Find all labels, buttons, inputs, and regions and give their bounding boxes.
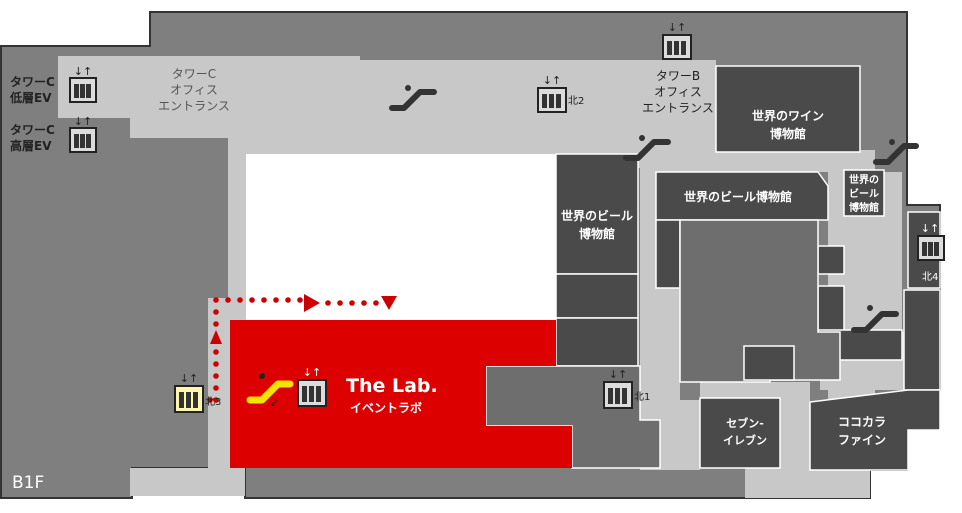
svg-text:↓↑: ↓↑ <box>921 222 939 235</box>
shops <box>555 65 941 471</box>
tower-c-entrance-label: オフィス <box>170 83 218 97</box>
north1-label: 北1 <box>634 391 650 403</box>
elevator-icon: ↓↑ <box>297 366 327 407</box>
escalator-icon: ↙ <box>270 398 278 409</box>
wine-museum-label: 世界のワイン <box>752 108 824 123</box>
seven-eleven-label: セブン- <box>726 416 764 430</box>
elevator-icon: ↓↑ <box>662 21 692 60</box>
svg-text:↓↑: ↓↑ <box>74 65 92 78</box>
beer-museum-label: 世界のビール <box>561 208 633 223</box>
escalator-icon <box>889 139 895 145</box>
wine-museum <box>715 65 861 153</box>
beer-museum-label: 博物館 <box>579 226 615 241</box>
elevator-icon: ↓↑ <box>603 368 633 409</box>
route-arrow <box>304 294 320 312</box>
atrium-void-b <box>246 300 556 320</box>
tower-b-entrance-label: オフィス <box>654 85 702 99</box>
floor-label: B1F <box>12 473 44 493</box>
route-arrow <box>381 296 397 310</box>
central-block <box>679 219 841 383</box>
beer-museum-small-label: 博物館 <box>849 201 879 214</box>
escalator-icon <box>259 373 265 379</box>
seven-eleven <box>699 397 781 469</box>
atrium-void <box>246 154 556 300</box>
escalator-icon <box>873 143 919 165</box>
tower-c-low-label: 低層EV <box>9 90 52 105</box>
svg-text:↓↑: ↓↑ <box>74 115 92 128</box>
elevator-icon: ↓↑ <box>69 115 97 153</box>
svg-text:↓↑: ↓↑ <box>543 74 561 87</box>
the-lab-area[interactable] <box>230 320 572 468</box>
tower-c-high-label: 高層EV <box>10 138 52 153</box>
svg-text:↓↑: ↓↑ <box>180 372 198 385</box>
wine-museum-label: 博物館 <box>770 126 806 141</box>
elevator-icon: ↓↑ <box>537 74 567 113</box>
cocokara-fine <box>809 389 941 471</box>
escalator-icon <box>405 85 411 91</box>
the-lab-subtitle: イベントラボ <box>350 400 422 415</box>
tower-b-entrance-label: タワーB <box>656 69 700 83</box>
escalator-icon <box>867 305 873 311</box>
tower-c-low-label: タワーC <box>10 75 55 89</box>
north3-label: 北3 <box>205 396 221 408</box>
elevator-icon: ↓↑ <box>917 222 945 261</box>
beer-museum-small <box>843 169 885 217</box>
elevator-icon: ↓↑ <box>69 65 97 103</box>
svg-text:↓↑: ↓↑ <box>609 368 627 381</box>
escalator-icon <box>389 89 437 111</box>
svg-text:↓↑: ↓↑ <box>303 366 321 379</box>
tower-b-entrance-label: エントランス <box>642 101 714 115</box>
north2-label: 北2 <box>568 95 584 107</box>
svg-text:↓↑: ↓↑ <box>668 21 686 34</box>
route-arrow <box>210 330 222 344</box>
beer-museum-center <box>655 171 829 221</box>
cocokara-label: ココカラ <box>838 415 886 429</box>
seven-eleven-label: イレブン <box>723 433 767 447</box>
tower-c-entrance-label: タワーC <box>172 67 216 81</box>
the-lab-title: The Lab. <box>346 375 438 397</box>
escalator-icon <box>851 311 899 333</box>
tower-c-entrance-label: エントランス <box>158 99 230 113</box>
elevator-icon: ↓↑ <box>174 372 204 413</box>
escalator-icon <box>639 135 645 141</box>
beer-museum-left <box>555 153 639 275</box>
tower-c-high-label: タワーC <box>10 123 55 137</box>
escalator-icon <box>246 380 294 404</box>
beer-museum-center-label: 世界のビール博物館 <box>684 189 792 204</box>
beer-museum-small-label: 世界の <box>849 173 879 186</box>
beer-museum-small-label: ビール <box>849 187 879 200</box>
north4-label: 北4 <box>922 271 938 283</box>
escalator-icon <box>623 139 671 161</box>
central-inner <box>743 345 795 381</box>
cocokara-label: ファイン <box>838 433 886 447</box>
route-path <box>207 297 379 403</box>
corridors <box>58 56 910 498</box>
